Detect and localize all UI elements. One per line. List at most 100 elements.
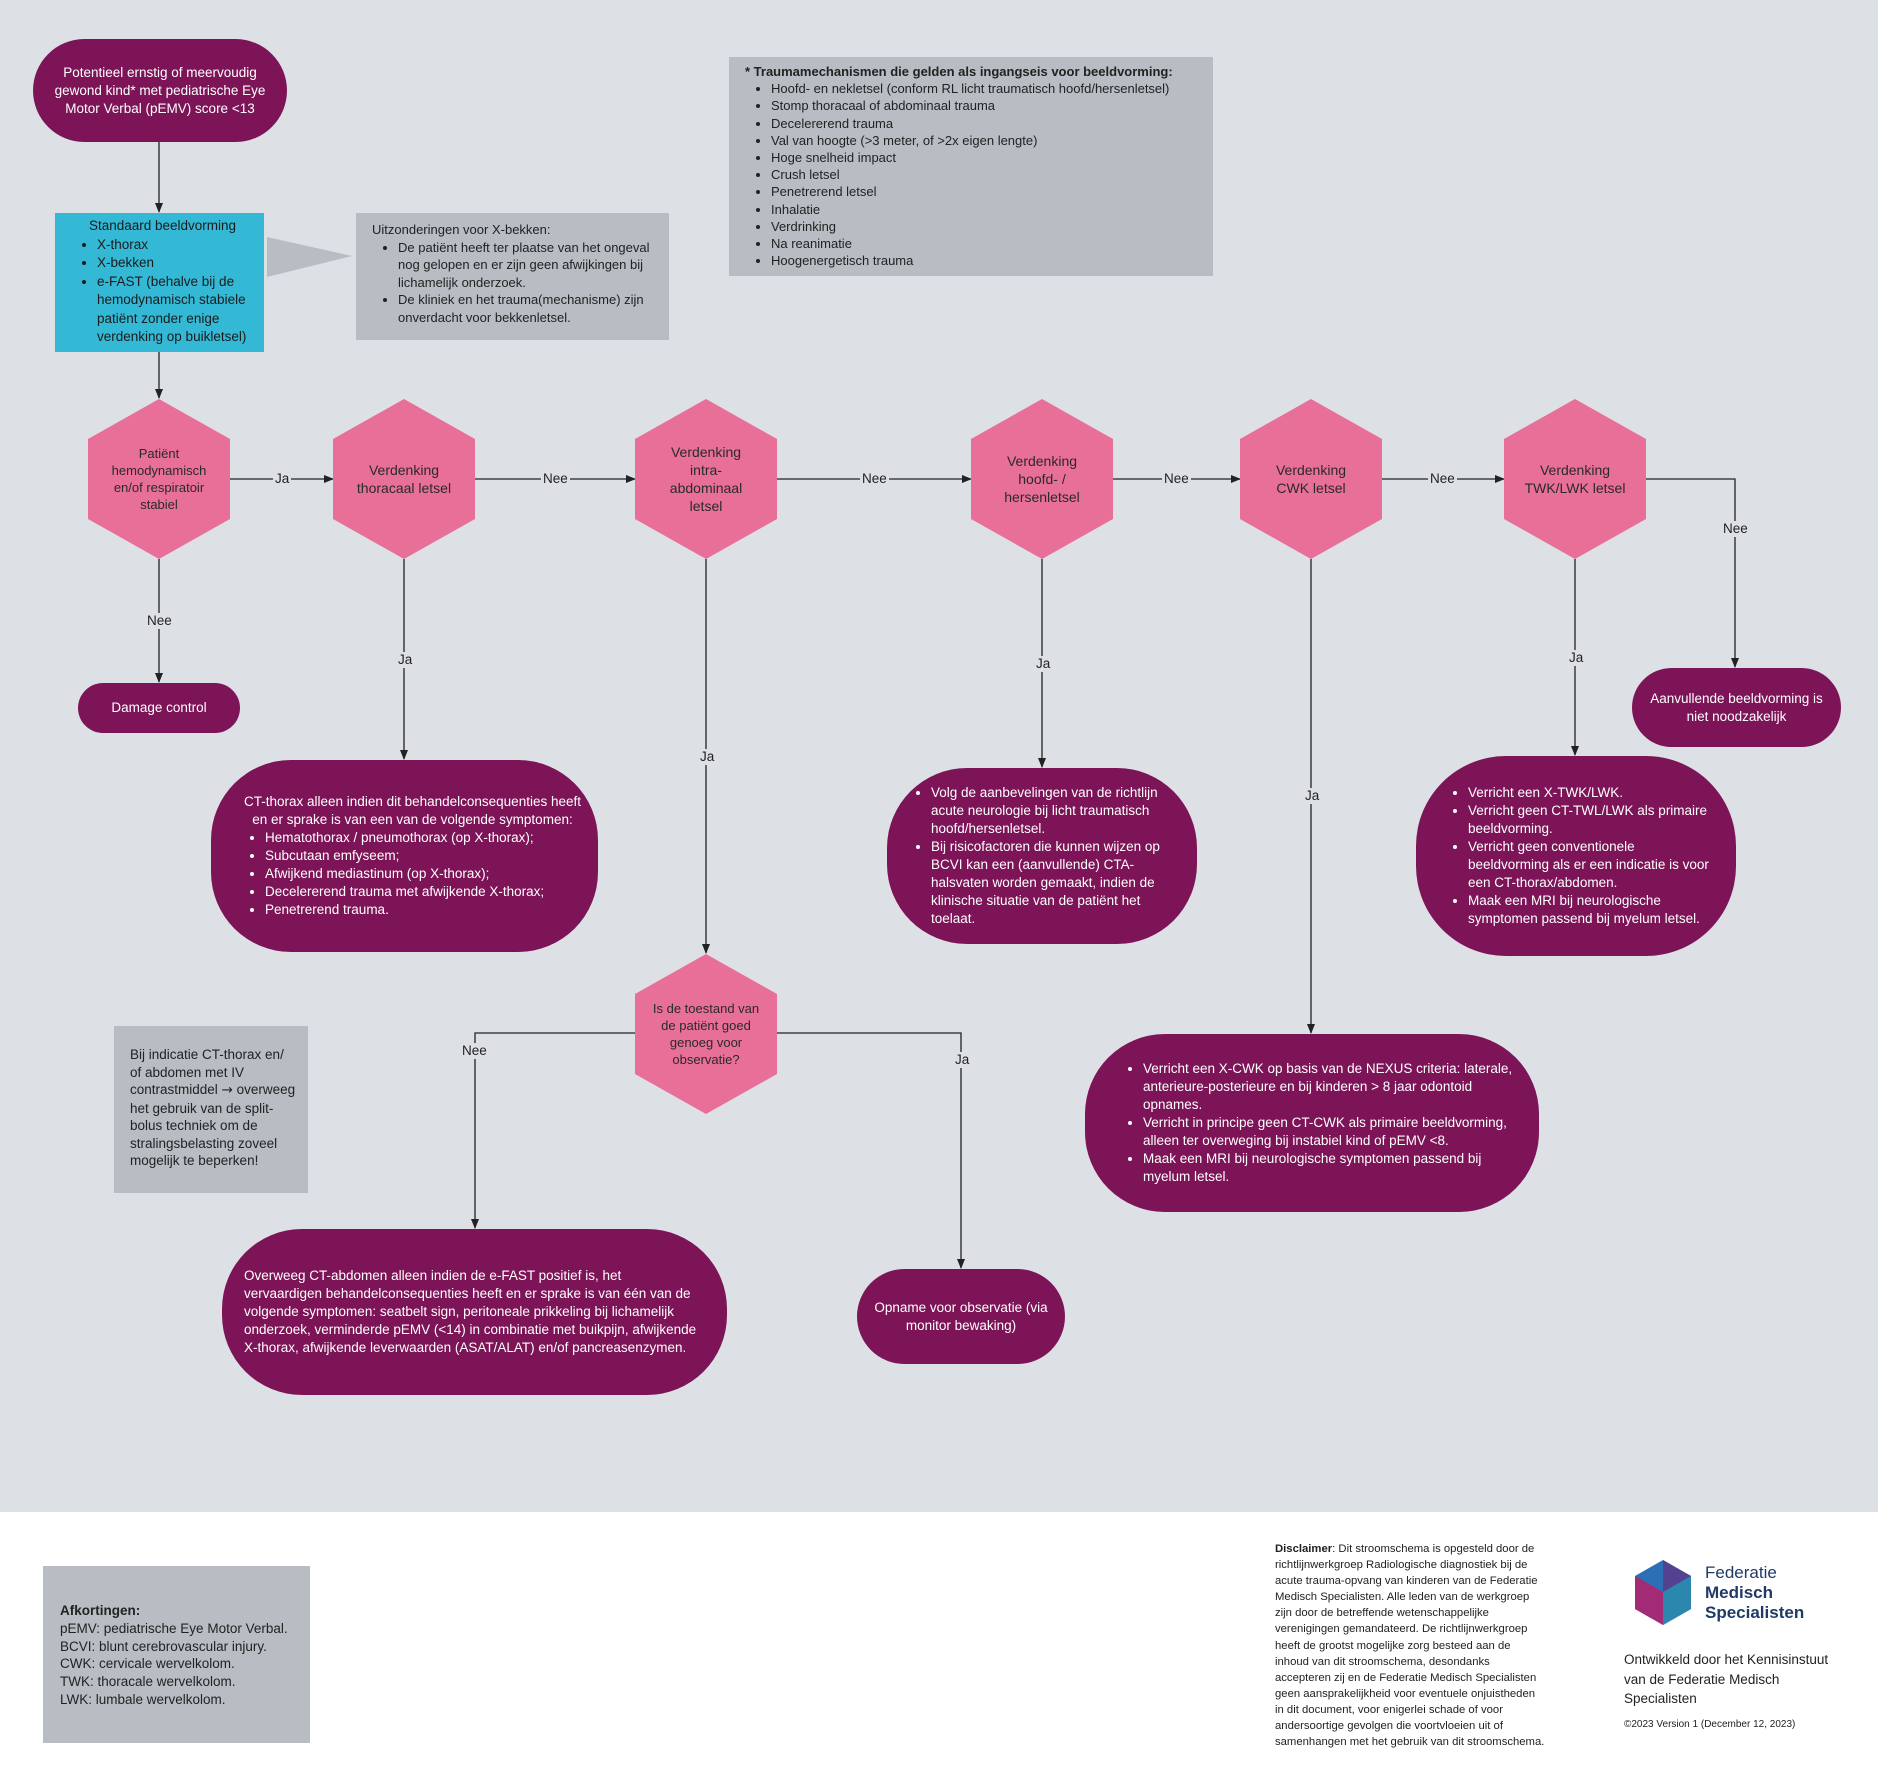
disclaimer-line: inhoud van dit stroomschema, desondanks <box>1275 1655 1490 1668</box>
list-item: Subcutaan emfyseem; <box>265 847 586 865</box>
list-item: Hoogenergetisch trauma <box>771 252 1203 269</box>
list-item: Volg de aanbevelingen van de richtlijn a… <box>931 784 1177 838</box>
edge-label-ja: Ja <box>698 749 717 765</box>
edge-label-nee: Nee <box>1162 471 1191 487</box>
disclaimer-line: samenhangen met het gebruik van dit stro… <box>1275 1736 1545 1749</box>
decision-abdominal: Verdenking intra-abdominaal letsel <box>635 399 777 559</box>
list-item: Afwijkend mediastinum (op X-thorax); <box>265 865 586 883</box>
list-item: LWK: lumbale wervelkolom. <box>60 1691 226 1707</box>
trauma-mechanisms-box: * Traumamechanismen die gelden als ingan… <box>729 57 1213 276</box>
split-bolus-note: Bij indicatie CT-thorax en/ of abdomen m… <box>114 1026 308 1193</box>
list-item: Maak een MRI bij neurologische symptomen… <box>1143 1150 1517 1186</box>
edge-label-ja: Ja <box>1034 656 1053 672</box>
list-item: e-FAST (behalve bij de hemodynamisch sta… <box>97 273 256 347</box>
damage-control-label: Damage control <box>111 700 207 715</box>
trauma-mechanisms-title: * Traumamechanismen die gelden als ingan… <box>745 64 1173 79</box>
edge-label-nee: Nee <box>860 471 889 487</box>
decision-stable-label: Patiënt hemodynamisch en/of respiratoir … <box>111 446 207 512</box>
ct-thorax-list: Hematothorax / pneumothorax (op X-thorax… <box>239 829 586 919</box>
edge-label-ja: Ja <box>396 652 415 668</box>
admit-observation-label: Opname voor observatie (via monitor bewa… <box>874 1299 1048 1333</box>
exceptions-box: Uitzonderingen voor X-bekken: De patiënt… <box>356 213 669 340</box>
disclaimer-line: acute trauma-opvang van kinderen van de … <box>1275 1575 1538 1588</box>
head-advice-node: Volg de aanbevelingen van de richtlijn a… <box>887 768 1197 944</box>
list-item: Decelererend trauma met afwijkende X-tho… <box>265 883 586 901</box>
decision-thoracic-label: Verdenking thoracaal letsel <box>356 462 452 496</box>
start-node: Potentieel ernstig of meervoudig gewond … <box>33 39 287 142</box>
decision-head-label: Verdenking hoofd- / hersenletsel <box>1004 453 1080 505</box>
list-item: Maak een MRI bij neurologische symptomen… <box>1468 892 1716 928</box>
disclaimer-line: zijn door de betreffende wetenschappelij… <box>1275 1607 1489 1620</box>
list-item: De patiënt heeft ter plaatse van het ong… <box>398 239 657 292</box>
disclaimer-line: heeft de grootst mogelijke zorg besteed … <box>1275 1639 1511 1652</box>
callout-pointer <box>267 237 352 277</box>
list-item: X-thorax <box>97 236 256 255</box>
split-bolus-text: Bij indicatie CT-thorax en/ of abdomen m… <box>130 1047 284 1097</box>
ct-abdomen-text: Overweeg CT-abdomen alleen indien de e-F… <box>244 1268 697 1355</box>
edge-twk-to-none <box>1646 478 1739 668</box>
trauma-mechanisms-list: Hoofd- en nekletsel (conform RL licht tr… <box>745 80 1203 269</box>
abbreviations-box: Afkortingen: pEMV: pediatrische Eye Moto… <box>43 1566 310 1743</box>
list-item: BCVI: blunt cerebrovascular injury. <box>60 1638 267 1654</box>
disclaimer-line: geen aansprakelijkheid voor eventuele on… <box>1275 1687 1536 1700</box>
decision-cwk-label: Verdenking CWK letsel <box>1275 462 1347 496</box>
decision-observation: Is de toestand van de patiënt goed genoe… <box>635 954 777 1114</box>
version-label: ©2023 Version 1 (December 12, 2023) <box>1624 1719 1796 1730</box>
list-item: Hoofd- en nekletsel (conform RL licht tr… <box>771 80 1203 97</box>
ct-thorax-intro: CT-thorax alleen indien dit behandelcons… <box>244 794 581 827</box>
list-item: Verricht geen conventionele beeldvorming… <box>1468 838 1716 892</box>
logo-text: Federatie <box>1705 1563 1777 1582</box>
arrow-right-icon: → <box>221 1082 233 1098</box>
edge-label-ja: Ja <box>1303 788 1322 804</box>
list-item: Hematothorax / pneumothorax (op X-thorax… <box>265 829 586 847</box>
fms-logo: Federatie Medisch Specialisten <box>1634 1559 1834 1629</box>
list-item: Verricht een X-CWK op basis van de NEXUS… <box>1143 1060 1517 1114</box>
decision-twk-label: Verdenking TWK/LWK letsel <box>1524 462 1626 496</box>
disclaimer-line: : Dit stroomschema is opgesteld door de <box>1332 1543 1535 1555</box>
list-item: Crush letsel <box>771 166 1203 183</box>
edge-label-nee: Nee <box>145 613 174 629</box>
disclaimer-line: Medisch Specialisten. Alle leden van de … <box>1275 1591 1530 1604</box>
edge-label-ja: Ja <box>273 471 292 487</box>
standard-imaging-list: X-thorax X-bekken e-FAST (behalve bij de… <box>59 236 256 347</box>
list-item: pEMV: pediatrische Eye Motor Verbal. <box>60 1620 288 1636</box>
disclaimer-line: in dit document, voor enigerlei schade o… <box>1275 1703 1503 1716</box>
list-item: X-bekken <box>97 254 256 273</box>
twk-advice-node: Verricht een X-TWK/LWK. Verricht geen CT… <box>1416 756 1736 956</box>
list-item: CWK: cervicale wervelkolom. <box>60 1656 235 1672</box>
head-advice-list: Volg de aanbevelingen van de richtlijn a… <box>905 784 1177 928</box>
edge-label-nee: Nee <box>1428 471 1457 487</box>
hexagon-logo-icon <box>1635 1560 1691 1625</box>
list-item: Verdrinking <box>771 218 1203 235</box>
edge-label-ja: Ja <box>953 1052 972 1068</box>
list-item: Decelererend trauma <box>771 115 1203 132</box>
list-item: Stomp thoracaal of abdominaal trauma <box>771 97 1203 114</box>
list-item: Val van hoogte (>3 meter, of >2x eigen l… <box>771 132 1203 149</box>
disclaimer-line: verenigingen gemandateerd. De richtlijnw… <box>1275 1623 1528 1636</box>
cwk-advice-list: Verricht een X-CWK op basis van de NEXUS… <box>1117 1060 1517 1186</box>
cwk-advice-node: Verricht een X-CWK op basis van de NEXUS… <box>1085 1034 1539 1212</box>
admit-observation-node: Opname voor observatie (via monitor bewa… <box>857 1269 1065 1364</box>
standard-imaging-title: Standaard beeldvorming <box>88 218 237 233</box>
damage-control-node: Damage control <box>78 683 240 733</box>
ct-thorax-node: CT-thorax alleen indien dit behandelcons… <box>211 760 598 952</box>
list-item: Penetrerend trauma. <box>265 901 586 919</box>
decision-observation-label: Is de toestand van de patiënt goed genoe… <box>652 1001 760 1067</box>
edge-label-nee: Nee <box>460 1043 489 1059</box>
decision-stable: Patiënt hemodynamisch en/of respiratoir … <box>88 399 230 559</box>
list-item: Verricht in principe geen CT-CWK als pri… <box>1143 1114 1517 1150</box>
list-item: Na reanimatie <box>771 235 1203 252</box>
disclaimer-line: andersoortige gevolgen die voortvloeien … <box>1275 1720 1503 1733</box>
twk-advice-list: Verricht een X-TWK/LWK. Verricht geen CT… <box>1442 784 1716 928</box>
disclaimer-line: accepteren zij en de Federatie Medisch S… <box>1275 1671 1537 1684</box>
ct-abdomen-node: Overweeg CT-abdomen alleen indien de e-F… <box>222 1229 727 1395</box>
logo-text: Medisch <box>1705 1583 1774 1602</box>
decision-abdominal-label: Verdenking intra-abdominaal letsel <box>669 444 743 514</box>
no-imaging-node: Aanvullende beeldvorming is niet noodzak… <box>1632 668 1841 747</box>
disclaimer: Disclaimer: Dit stroomschema is opgestel… <box>1275 1541 1575 1750</box>
edge-label-nee: Nee <box>1721 521 1750 537</box>
developed-by: Ontwikkeld door het Kennisinstuut van de… <box>1624 1652 1829 1706</box>
edge-obs-to-admit <box>777 1032 965 1269</box>
exceptions-title: Uitzonderingen voor X-bekken: <box>372 222 551 237</box>
decision-thoracic: Verdenking thoracaal letsel <box>333 399 475 559</box>
